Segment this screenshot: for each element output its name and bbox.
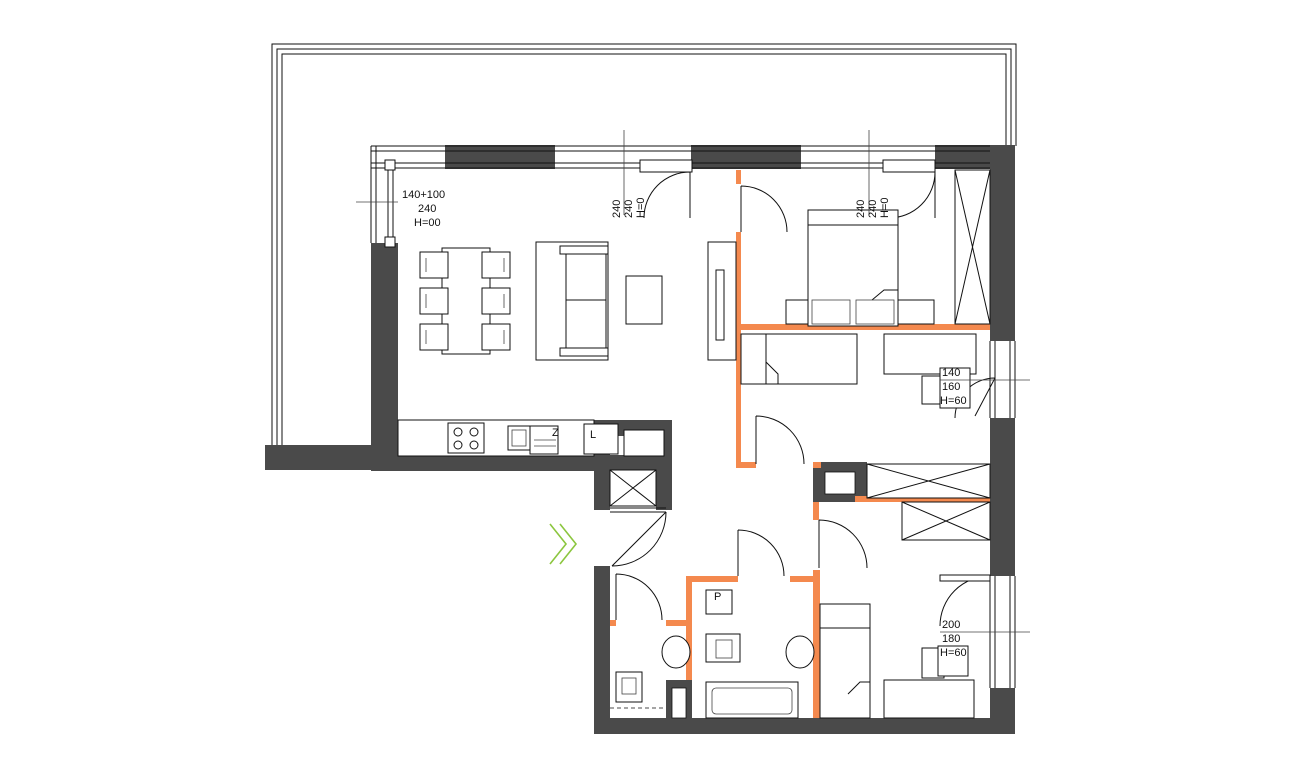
partition-wc-top [666,620,688,626]
bath-sink [785,635,815,669]
door-room-se [818,519,868,569]
wardrobe-bedroom [954,169,991,325]
wall-south [594,718,1015,734]
partition-bath-top-1 [686,576,738,582]
wall-west-bath [594,566,610,734]
partition-hall-stub [736,462,756,468]
cabinet-mark: L [590,429,596,441]
label-line: 140 [942,367,960,379]
terrace [265,43,1017,470]
door-bedroom [740,185,788,233]
fridge-mark: Z [552,427,559,439]
sofa [535,241,609,361]
wall-east-1 [990,145,1015,341]
partition-hall-left [813,502,819,520]
coffee-table [625,275,663,325]
label-line: 180 [942,633,960,645]
hall-wardrobe [866,463,991,541]
cooktop [447,422,485,454]
tv-unit [707,241,737,361]
door-balcony-1 [643,171,691,219]
wc-sink [661,635,691,669]
door-wc [615,573,663,621]
partition-bedroom-south [736,324,990,330]
partition-entry-top [736,170,741,184]
single-bed-2 [819,603,871,719]
doors [611,159,996,627]
dimension-leaders [356,130,1030,633]
label-line: H=00 [414,217,441,229]
double-chevron-right-icon [549,523,578,565]
kitchen-counter: Z L [397,419,619,457]
wc-toilet [615,671,643,703]
shaft-opening [623,429,665,457]
partitions [610,170,990,718]
wall-north-1 [445,145,555,169]
washer [705,589,733,615]
label-line: 240 [418,203,436,215]
label-line: H=60 [940,395,967,407]
label-line: 200 [942,619,960,631]
label-line: H=0 [635,198,647,219]
wall-west-living [371,243,398,471]
double-bed [785,209,935,327]
partition-bath-east [813,570,820,718]
partition-bath-top-2 [790,576,820,582]
label-line: 240 [611,200,623,218]
label-line: 140+100 [402,189,445,201]
partition-living-east [736,232,741,468]
dining-set [419,247,511,355]
window-label-bedroom-east: 140 160 H=60 [940,367,967,407]
partition-bath-west [686,576,692,680]
door-bathroom [737,529,785,577]
label-line: 240 [867,200,879,218]
wall-east-2 [990,418,1015,576]
partition-wardrobe [855,496,990,502]
service-shaft [609,469,666,513]
toilet-bath [705,633,741,663]
wall-kitchen-south [371,455,671,471]
wc-fixtures [610,635,691,709]
washer-mark: P [714,591,721,603]
label-line: 240 [623,200,635,218]
single-bed-1 [740,333,858,385]
wall-north-2 [691,145,801,169]
fridge [583,423,619,455]
window-label-room-southeast: 200 180 H=60 [940,619,967,659]
partition-wc-stub [610,620,616,626]
label-line: 160 [942,381,960,393]
window-label-living-north-2: 240 240 H=0 [855,198,891,219]
window-label-living-west: 140+100 240 H=00 [402,189,445,229]
desk-1 [883,333,977,409]
door-entrance [611,511,667,567]
door-hall-room [755,415,805,465]
label-line: H=0 [879,198,891,219]
bathroom-fixtures: P [705,589,815,719]
label-line: H=60 [940,647,967,659]
outer-walls [371,145,1015,734]
desk-2 [883,645,975,719]
terrace-edge-wall [265,445,375,470]
window-label-living-north-1: 240 240 H=0 [611,198,647,219]
bathtub [705,681,799,719]
label-line: 240 [855,200,867,218]
partition-hall-stub-2 [813,462,821,468]
